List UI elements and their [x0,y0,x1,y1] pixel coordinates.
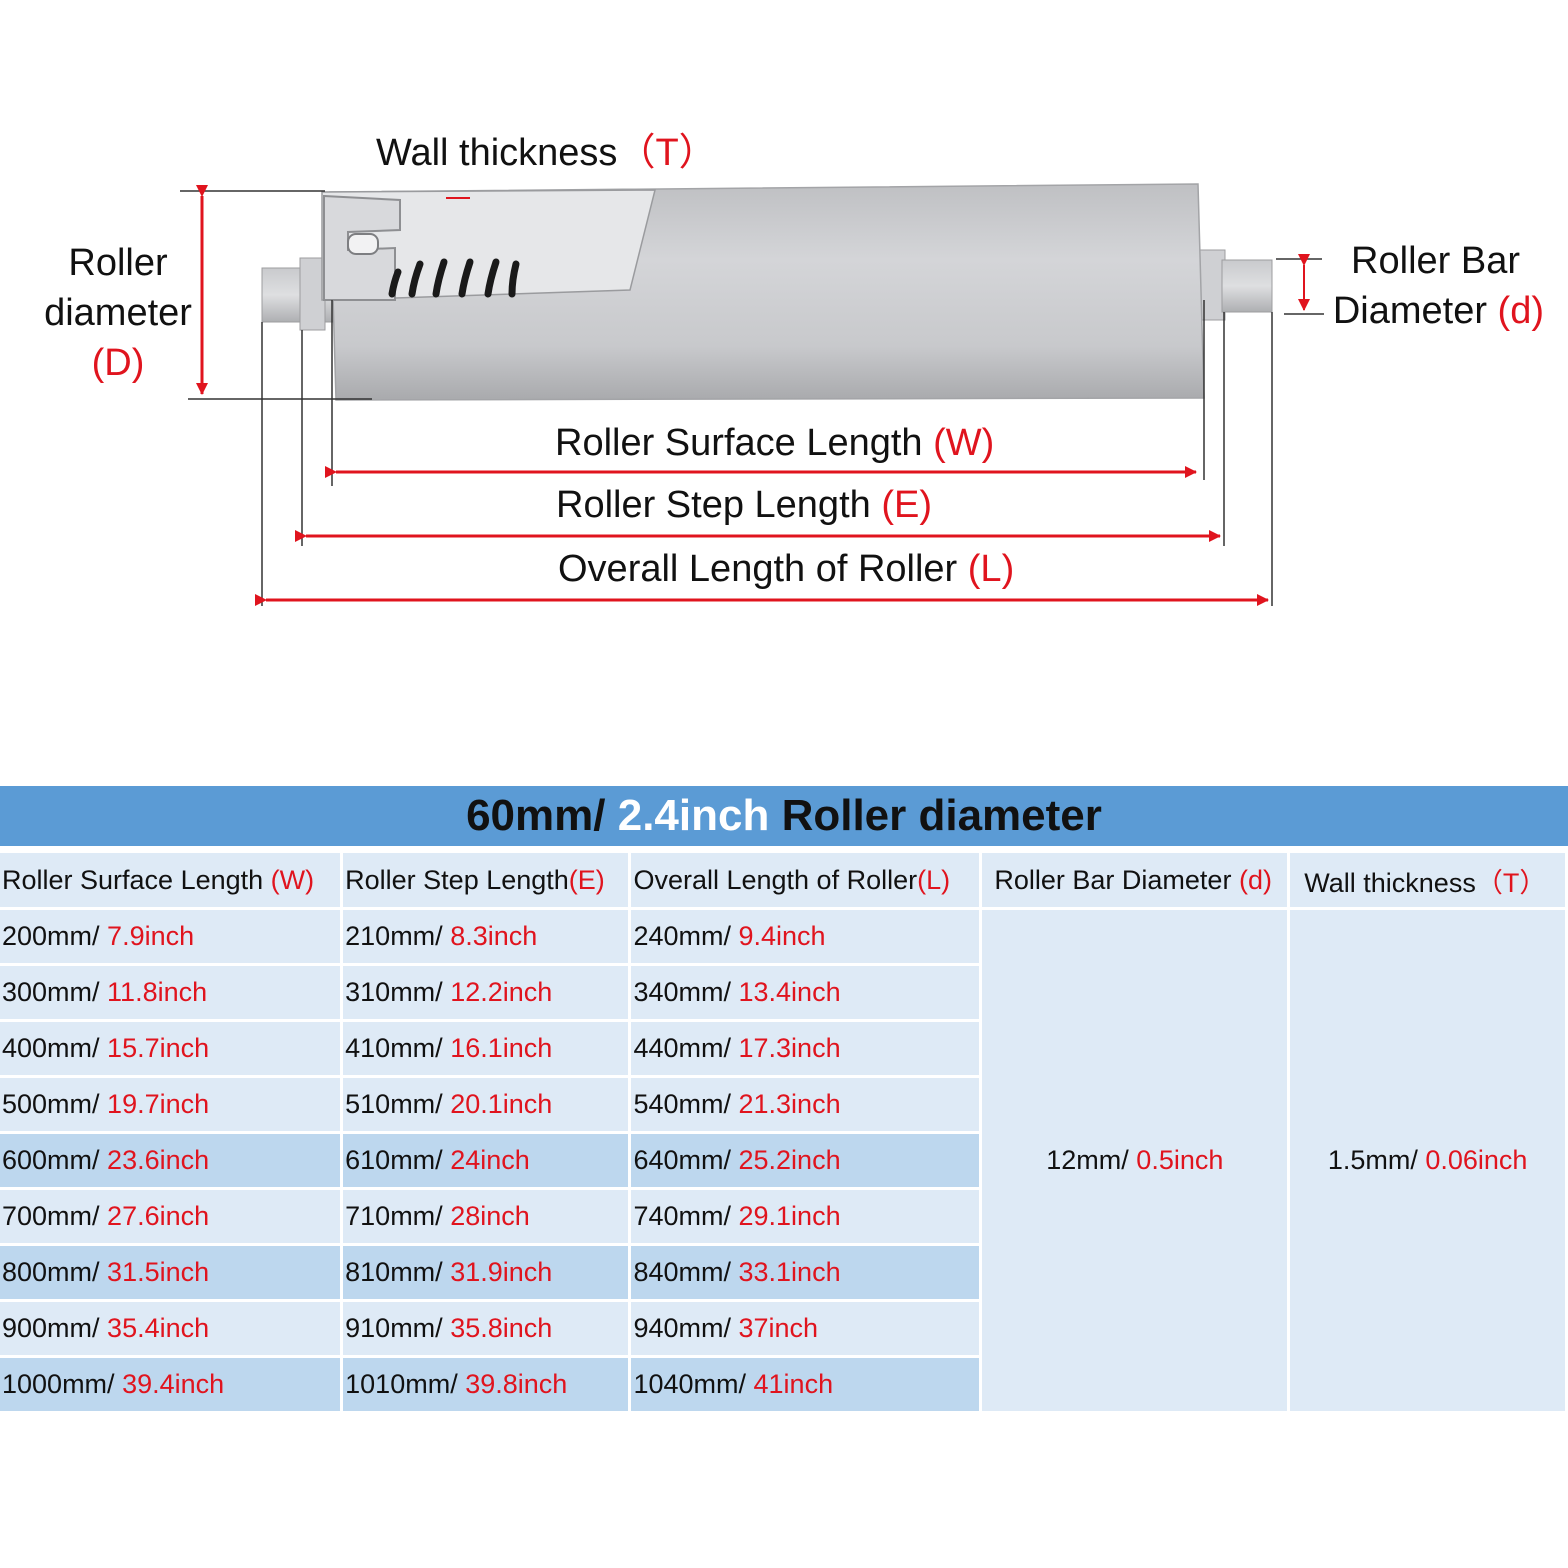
table-row: 600mm/ 23.6inch 610mm/ 24inch 640mm/ 25.… [0,1134,1565,1187]
cell-surface-length: 800mm/ 31.5inch [0,1246,341,1299]
cell-surface-length: 500mm/ 19.7inch [0,1078,341,1131]
cell-step-length: 1010mm/ 39.8inch [343,1358,629,1411]
cell-surface-length: 200mm/ 7.9inch [0,910,341,963]
table-header-row: Roller Surface Length (W) Roller Step Le… [0,853,1565,907]
cell-surface-length: 300mm/ 11.8inch [0,966,341,1019]
table-row: 700mm/ 27.6inch 710mm/ 28inch 740mm/ 29.… [0,1190,1565,1243]
spec-grid: Roller Surface Length (W) Roller Step Le… [0,850,1568,1414]
table-row: 500mm/ 19.7inch 510mm/ 20.1inch 540mm/ 2… [0,1078,1565,1131]
cell-step-length: 410mm/ 16.1inch [343,1022,629,1075]
cell-overall-length: 640mm/ 25.2inch [631,1134,980,1187]
table-row: 1000mm/ 39.4inch 1010mm/ 39.8inch 1040mm… [0,1358,1565,1411]
header-overall-length: Overall Length of Roller(L) [631,853,980,907]
left-bearing [299,257,326,331]
surface-length-label: Roller Surface Length (W) [555,422,995,464]
header-wall-thickness: Wall thickness（T） [1290,853,1565,907]
cell-overall-length: 440mm/ 17.3inch [631,1022,980,1075]
extension-lines [180,190,1324,606]
cell-step-length: 210mm/ 8.3inch [343,910,629,963]
table-row: 200mm/ 7.9inch 210mm/ 8.3inch 240mm/ 9.4… [0,910,1565,1411]
table-title: 60mm/ 2.4inch Roller diameter [0,786,1568,846]
header-step-length: Roller Step Length(E) [343,853,629,907]
cell-overall-length: 840mm/ 33.1inch [631,1246,980,1299]
cell-step-length: 310mm/ 12.2inch [343,966,629,1019]
cell-surface-length: 600mm/ 23.6inch [0,1134,341,1187]
header-surface-length: Roller Surface Length (W) [0,853,341,907]
cell-overall-length: 340mm/ 13.4inch [631,966,980,1019]
cell-surface-length: 900mm/ 35.4inch [0,1302,341,1355]
roller-cutaway [321,189,656,301]
cell-step-length: 510mm/ 20.1inch [343,1078,629,1131]
cell-overall-length: 1040mm/ 41inch [631,1358,980,1411]
roller-diameter-label: Roller diameter (D) [44,242,192,384]
spring [388,258,520,298]
cell-surface-length: 700mm/ 27.6inch [0,1190,341,1243]
cell-step-length: 710mm/ 28inch [343,1190,629,1243]
cell-overall-length: 940mm/ 37inch [631,1302,980,1355]
table-row: 300mm/ 11.8inch 310mm/ 12.2inch 340mm/ 1… [0,966,1565,1019]
roller-diagram [180,183,1324,606]
overall-length-label: Overall Length of Roller (L) [558,548,1015,590]
cell-wall-thickness: 1.5mm/ 0.06inch [1290,910,1565,1411]
cell-step-length: 610mm/ 24inch [343,1134,629,1187]
roller-bar-diameter-label: Roller Bar Diameter (d) [1332,240,1544,332]
cell-step-length: 810mm/ 31.9inch [343,1246,629,1299]
cell-overall-length: 740mm/ 29.1inch [631,1190,980,1243]
cell-step-length: 910mm/ 35.8inch [343,1302,629,1355]
header-bar-diameter: Roller Bar Diameter (d) [982,853,1288,907]
table-row: 900mm/ 35.4inch 910mm/ 35.8inch 940mm/ 3… [0,1302,1565,1355]
step-length-label: Roller Step Length (E) [556,484,932,526]
right-bearing [1199,249,1226,321]
cell-overall-length: 240mm/ 9.4inch [631,910,980,963]
table-row: 800mm/ 31.5inch 810mm/ 31.9inch 840mm/ 3… [0,1246,1565,1299]
cell-surface-length: 400mm/ 15.7inch [0,1022,341,1075]
wall-thickness-label: Wall thickness（T） [376,132,717,174]
cell-overall-length: 540mm/ 21.3inch [631,1078,980,1131]
cell-surface-length: 1000mm/ 39.4inch [0,1358,341,1411]
table-row: 400mm/ 15.7inch 410mm/ 16.1inch 440mm/ 1… [0,1022,1565,1075]
right-shaft [1221,259,1273,313]
cell-bar-diameter: 12mm/ 0.5inch [982,910,1288,1411]
